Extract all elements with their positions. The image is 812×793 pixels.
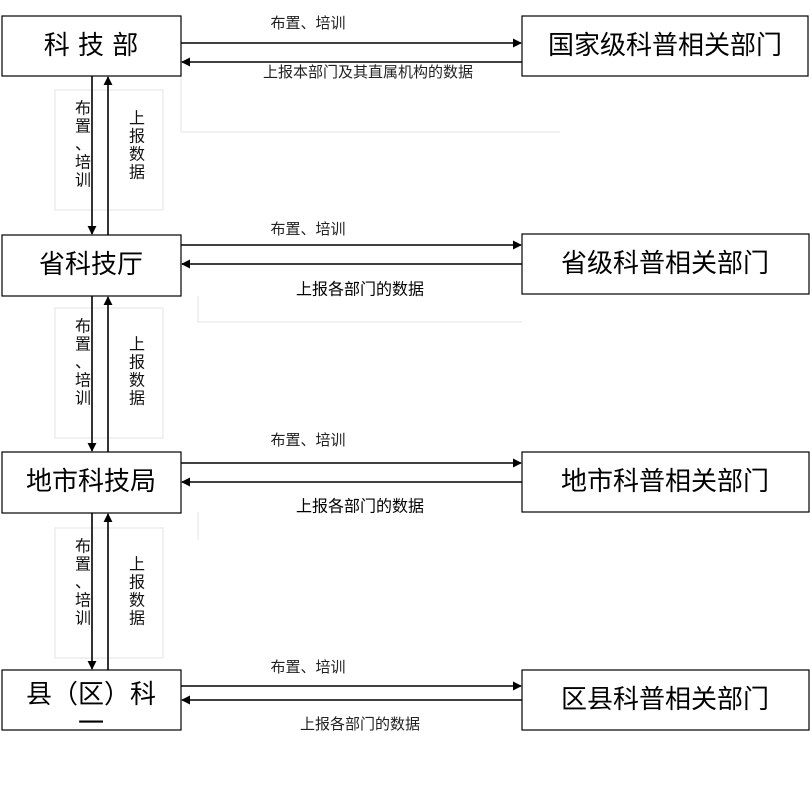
v1-down-char: 、	[75, 135, 91, 154]
v3-up-char: 据	[129, 609, 145, 628]
v2-down-char: 、	[75, 353, 91, 372]
v2-up-char: 报	[129, 353, 145, 372]
v2-down-char: 培	[75, 371, 91, 390]
v1-up-char: 上	[129, 109, 145, 128]
v3-up-char: 上	[129, 555, 145, 574]
vertical-labels-2: 布 置 、 培 训 上 报 数 据	[75, 317, 145, 408]
edge-row4-up-label: 上报各部门的数据	[300, 715, 420, 733]
v3-down-char: 培	[75, 591, 91, 610]
v3-up-char: 数	[129, 591, 145, 610]
v2-down-char: 训	[75, 389, 91, 408]
node-dishikejiju-label: 地市科技局	[26, 467, 156, 497]
v1-up-char: 报	[129, 127, 145, 146]
node-shengkejiting-label: 省科技厅	[39, 250, 143, 280]
node-xianke-label-cont: 一	[78, 709, 104, 739]
vertical-edges	[87, 76, 113, 670]
v2-down-char: 布	[75, 317, 91, 336]
edge-row2: 布置、培训 上报各部门的数据	[181, 220, 522, 299]
node-dishikejiju: 地市科技局	[1, 451, 182, 514]
v2-up-char: 数	[129, 371, 145, 390]
edge-row2-down-label: 布置、培训	[270, 220, 345, 238]
v1-down-char: 培	[75, 153, 91, 172]
v3-down-char: 、	[75, 573, 91, 592]
node-kejibu-label: 科 技 部	[44, 31, 139, 61]
node-provincial-label: 省级科普相关部门	[561, 249, 769, 279]
node-xianke: 县（区）科 一	[1, 669, 182, 739]
v3-down-char: 布	[75, 537, 91, 556]
edge-row3: 布置、培训 上报各部门的数据	[181, 431, 522, 516]
guide-lines	[54, 76, 560, 659]
v1-down-char: 布	[75, 99, 91, 118]
v2-up-char: 据	[129, 389, 145, 408]
node-county-label: 区县科普相关部门	[561, 685, 769, 715]
node-shengkejiting: 省科技厅	[1, 234, 182, 297]
v2-up-char: 上	[129, 335, 145, 354]
vertical-labels-1: 布 置 、 培 训 上 报 数 据	[75, 99, 145, 190]
v3-down-char: 训	[75, 609, 91, 628]
edge-row3-up-label: 上报各部门的数据	[296, 497, 424, 516]
v2-down-char: 置	[75, 335, 91, 354]
v1-down-char: 训	[75, 171, 91, 190]
edge-row1: 布置、培训 上报本部门及其直属机构的数据	[181, 14, 522, 81]
node-municipal: 地市科普相关部门	[521, 451, 810, 513]
edge-row4: 布置、培训 上报各部门的数据	[181, 658, 522, 733]
edge-row2-up-label: 上报各部门的数据	[296, 280, 424, 299]
node-national: 国家级科普相关部门	[521, 15, 809, 77]
node-kejibu: 科 技 部	[1, 15, 182, 77]
v1-up-char: 数	[129, 145, 145, 164]
v1-down-char: 置	[75, 117, 91, 136]
node-county: 区县科普相关部门	[521, 669, 810, 731]
node-municipal-label: 地市科普相关部门	[561, 467, 769, 497]
edge-row3-down-label: 布置、培训	[270, 431, 345, 449]
edge-row4-down-label: 布置、培训	[270, 658, 345, 676]
node-xianke-label: 县（区）科	[26, 680, 156, 710]
edge-row1-down-label: 布置、培训	[270, 14, 345, 32]
node-national-label: 国家级科普相关部门	[548, 31, 782, 61]
v3-up-char: 报	[129, 573, 145, 592]
v1-up-char: 据	[129, 163, 145, 182]
v3-down-char: 置	[75, 555, 91, 574]
edge-row1-up-label: 上报本部门及其直属机构的数据	[263, 63, 473, 81]
vertical-labels-3: 布 置 、 培 训 上 报 数 据	[75, 537, 145, 628]
node-provincial: 省级科普相关部门	[521, 233, 810, 295]
